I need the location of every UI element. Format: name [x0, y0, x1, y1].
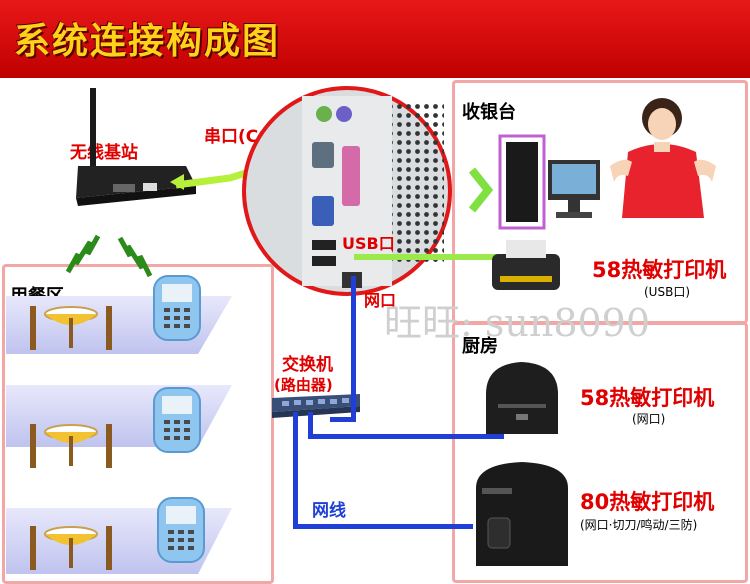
printer-2-name: 58热敏打印机: [580, 386, 715, 410]
ordering-handset-icon: [153, 275, 201, 341]
switch-label: 交换机: [282, 355, 333, 375]
base-station-icon: [76, 88, 196, 206]
dining-table-icon: [30, 306, 112, 350]
page-title: 系统连接构成图: [14, 21, 281, 62]
network-port-label: 网口: [364, 291, 397, 310]
cable-pc-to-switch: [351, 276, 356, 422]
cable-pc-to-switch: [330, 417, 356, 422]
wireless-signal-icon: [65, 234, 153, 278]
watermark-text: 旺旺: sun8090: [384, 301, 651, 345]
cable-switch-to-kitchen-printer: [308, 412, 313, 438]
ordering-handset-icon: [157, 497, 205, 563]
ordering-handset-icon: [153, 387, 201, 453]
dining-table-icon: [30, 526, 112, 570]
cable-switch-to-80-printer: [293, 412, 298, 529]
network-switch-icon: [272, 394, 360, 418]
printer-1-name: 58热敏打印机: [592, 258, 727, 282]
network-printer-58-image: [486, 362, 558, 434]
cashier-person-image: [610, 98, 716, 218]
printer-1-note: (USB口): [644, 285, 690, 299]
base-station-label: 无线基站: [70, 143, 138, 163]
kitchen-label: 厨房: [462, 336, 498, 357]
pc-rear-panel: [242, 86, 452, 296]
cable-switch-to-kitchen-printer: [308, 434, 504, 439]
network-cable-label: 网线: [312, 501, 346, 521]
router-label: (路由器): [274, 376, 333, 394]
network-printer-80-image: [476, 462, 568, 566]
printer-3-name: 80热敏打印机: [580, 490, 715, 514]
printer-2-note: (网口): [632, 412, 666, 426]
checkout-station-icon: [468, 134, 600, 230]
usb-cable: [354, 254, 504, 260]
checkout-label: 收银台: [462, 102, 516, 123]
dining-table-icon: [30, 424, 112, 468]
printer-3-note: (网口·切刀/鸣动/三防): [580, 518, 698, 532]
cable-switch-to-80-printer: [293, 524, 473, 529]
usb-printer-image: [492, 240, 560, 290]
title-banner: [0, 0, 750, 78]
usb-port-label: USB口: [342, 234, 395, 253]
